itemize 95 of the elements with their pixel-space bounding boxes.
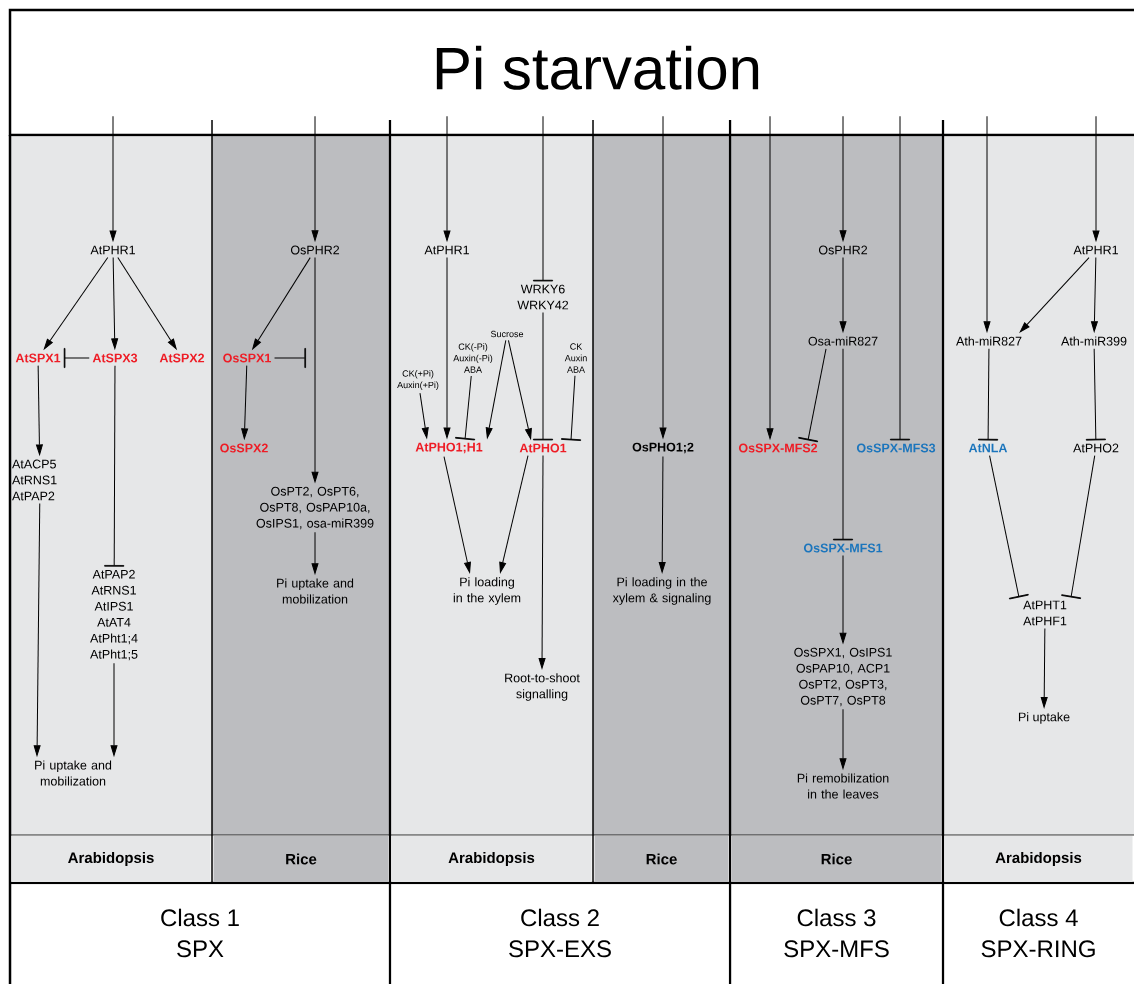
process-label: Root-to-shoot signalling (505, 673, 580, 701)
inhibition-line (798, 348, 827, 443)
hormone-label: Sucrose (490, 330, 524, 338)
hormone-label: CK(+Pi) Auxin(+Pi) (397, 370, 439, 390)
arrow (35, 365, 43, 456)
gene-label: Ath-miR827 (956, 336, 1022, 346)
gene-label: OsPHR2 (818, 245, 868, 255)
arrow (311, 115, 319, 242)
arrow (311, 257, 319, 483)
arrow (241, 365, 249, 440)
arrow (443, 257, 451, 439)
gene-label: OsPHR2 (290, 245, 340, 255)
gene-label: Osa-miR827 (808, 336, 878, 346)
gene-label: OsSPX-MFS2 (738, 443, 818, 453)
arrow (117, 257, 177, 350)
arrow (109, 115, 117, 242)
gene-label: AtPHR1 (424, 245, 469, 255)
process-label: Pi remobilization in the leaves (797, 773, 889, 799)
arrow (485, 339, 507, 439)
process-label: Pi loading in the xylem & signaling (612, 577, 711, 605)
inhibition-line (104, 365, 125, 567)
gene-list: OsSPX1, OsIPS1 OsPAP10, ACP1 OsPT2, OsPT3, OsPT7, OsPT8 (794, 647, 892, 707)
title: Pi starvation (8, 8, 1134, 137)
gene-list: AtACP5 AtRNS1 AtPAP2 (12, 459, 57, 501)
gene-label: AtPHR1 (1073, 245, 1118, 255)
class-label: Class 2 SPX-EXS (509, 908, 611, 958)
species-label: Rice (594, 836, 729, 882)
gene-list: OsPT2, OsPT6, OsPT8, OsPAP10a, OsIPS1, osa-miR399 (256, 486, 374, 530)
process-label: Pi uptake and mobilization (35, 760, 112, 786)
arrow (311, 531, 319, 574)
arrow (538, 455, 546, 669)
gene-label: AtPHO1 (519, 443, 567, 453)
gene-label: AtPHO2 (1073, 443, 1119, 453)
arrow (252, 257, 311, 350)
arrow (43, 257, 109, 350)
inhibition-line (533, 115, 553, 282)
inhibition-line (274, 348, 306, 368)
arrow (658, 456, 666, 573)
arrow (419, 392, 429, 439)
species-label: Rice (731, 836, 942, 882)
species-label: Arabidopsis (391, 836, 592, 882)
gene-label: OsPHO1;2 (632, 442, 694, 454)
arrow (983, 115, 991, 332)
inhibition-line (1085, 348, 1106, 441)
arrow (443, 456, 471, 573)
class-label: Class 4 SPX-RING (981, 908, 1095, 958)
inhibition-line (533, 312, 553, 441)
arrow (839, 257, 847, 332)
inhibition-line (833, 348, 853, 541)
arrow (443, 115, 451, 242)
arrow (507, 339, 532, 440)
gene-label: Ath-miR399 (1061, 336, 1127, 346)
arrow (1092, 115, 1100, 242)
hormone-label: CK Auxin ABA (564, 343, 587, 373)
arrow (1040, 628, 1048, 708)
arrow (110, 662, 118, 756)
gene-label: OsSPX-MFS1 (803, 543, 883, 553)
gene-label: AtSPX3 (92, 353, 138, 363)
arrow (766, 115, 774, 440)
gene-list: AtPAP2 AtRNS1 AtIPS1 AtAT4 AtPht1;4 AtPht1;5 (90, 569, 138, 661)
arrow (659, 115, 667, 439)
inhibition-line (890, 115, 910, 441)
process-label: Pi loading in the xylem (453, 577, 521, 605)
class-label: Class 1 SPX (161, 908, 239, 958)
species-label: Rice (213, 836, 389, 882)
inhibition-line (978, 348, 999, 441)
gene-label: OsSPX1 (223, 353, 271, 363)
arrow (1090, 257, 1098, 332)
arrow (111, 257, 119, 350)
inhibition-line (989, 455, 1029, 600)
gene-label: AtPHO1;H1 (415, 442, 483, 454)
gene-label: OsSPX2 (220, 443, 268, 453)
inhibition-line (455, 375, 476, 441)
arrow (499, 455, 529, 573)
hormone-label: CK(-Pi) Auxin(-Pi) ABA (453, 343, 493, 373)
gene-label: WRKY6 WRKY42 (517, 284, 569, 310)
inhibition-line (561, 375, 582, 441)
arrow (839, 708, 847, 769)
inhibition-line (1061, 455, 1096, 600)
gene-list: AtPHT1 AtPHF1 (1023, 600, 1067, 626)
process-label: Pi uptake (1018, 712, 1070, 724)
arrow (839, 555, 847, 644)
gene-label: OsSPX-MFS3 (856, 443, 936, 453)
gene-label: AtSPX2 (159, 353, 205, 363)
arrow (839, 115, 847, 242)
class-label: Class 3 SPX-MFS (784, 908, 889, 958)
gene-label: AtNLA (968, 443, 1008, 453)
process-label: Pi uptake and mobilization (277, 578, 354, 604)
species-label: Arabidopsis (11, 836, 211, 882)
arrow (33, 503, 41, 756)
arrow (1019, 257, 1090, 333)
species-label: Arabidopsis (944, 836, 1133, 882)
inhibition-line (63, 348, 90, 368)
gene-label: AtSPX1 (15, 353, 61, 363)
gene-label: AtPHR1 (90, 245, 135, 255)
